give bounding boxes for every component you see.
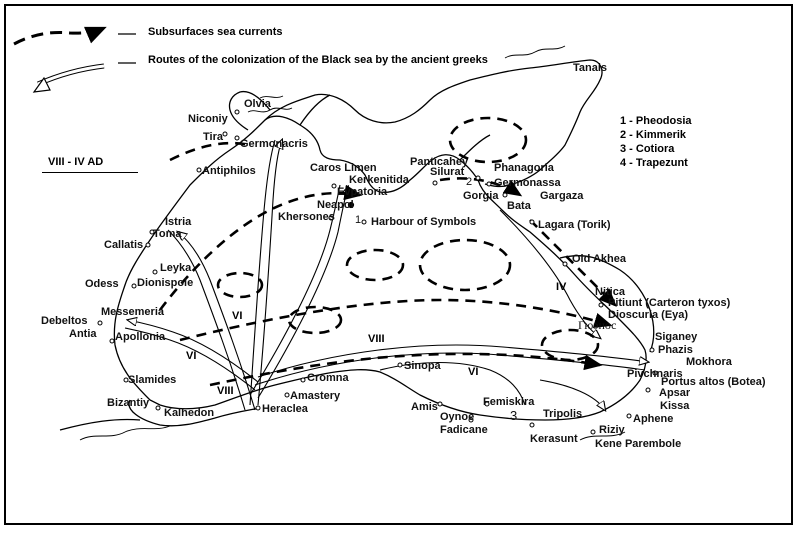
key-item-2: 2 - Kimmerik bbox=[620, 129, 687, 141]
coastline bbox=[59, 59, 655, 431]
legend-currents-label: Subsurfaces sea currents bbox=[148, 26, 283, 38]
sea-currents bbox=[158, 116, 617, 387]
period-underline bbox=[42, 172, 138, 173]
place-debeltos: Debeltos bbox=[41, 315, 88, 327]
place-neapol: Neapol bbox=[317, 199, 354, 211]
legend-routes-label: Routes of the colonization of the Black … bbox=[148, 54, 488, 66]
place-bata: Bata bbox=[507, 200, 531, 212]
map-number: 1 bbox=[355, 214, 362, 226]
place-dionispole: Dionispole bbox=[137, 277, 194, 289]
place-harbour-of-symbols: Harbour of Symbols bbox=[371, 216, 477, 228]
place-germonacris: Germonacris bbox=[240, 138, 308, 150]
place-toma: Toma bbox=[153, 228, 182, 240]
place-silurat: Silurat bbox=[430, 166, 465, 178]
route-numeral: VIII bbox=[217, 385, 234, 397]
place-nitica: Nitica bbox=[595, 286, 625, 298]
city-markers bbox=[97, 109, 658, 435]
place-tripolis: Tripolis bbox=[543, 408, 583, 420]
route-numeral: IV bbox=[556, 281, 567, 293]
place-heraclea: Heraclea bbox=[262, 403, 308, 415]
place-riziy: Riziy bbox=[599, 424, 625, 436]
place-messemeria: Messemeria bbox=[101, 306, 164, 318]
place-kissa: Kissa bbox=[660, 400, 690, 412]
period-label: VIII - IV AD bbox=[48, 156, 104, 168]
place-aphene: Aphene bbox=[633, 413, 674, 425]
route-numeral: VI bbox=[186, 350, 197, 362]
place-bizantiy: Bizantiy bbox=[107, 397, 150, 409]
place-apollonia: Apollonia bbox=[115, 331, 166, 343]
place-panticahey: Panticahey bbox=[410, 156, 469, 168]
place-lagara: Lagara (Torik) bbox=[538, 219, 611, 231]
place-leyka: Leyka bbox=[160, 262, 192, 274]
place-germonassa: Germonassa bbox=[494, 177, 561, 189]
place-sinopa: Sinopa bbox=[404, 360, 441, 372]
colonization-routes bbox=[124, 140, 648, 410]
map-number: 2 bbox=[466, 176, 473, 188]
place-amis: Amis bbox=[411, 401, 438, 413]
map-number: 3 bbox=[510, 408, 518, 423]
key-item-3: 3 - Cotiora bbox=[620, 143, 675, 155]
sea-label: Гюэнос bbox=[578, 318, 617, 332]
place-amastery: Amastery bbox=[290, 390, 341, 402]
place-khersones: Khersones bbox=[278, 211, 335, 223]
place-pitiunt: Pitiunt (Carteron tyxos) bbox=[608, 297, 731, 309]
place-kerkenitida: Kerkenitida bbox=[349, 174, 409, 186]
land-hatching bbox=[79, 45, 626, 441]
place-femiskira: Femiskira bbox=[483, 396, 535, 408]
map-frame bbox=[4, 4, 793, 525]
place-kene-parembole: Kene Parembole bbox=[595, 438, 682, 450]
key-item-4: 4 - Trapezunt bbox=[620, 157, 688, 169]
place-antiphilos: Antiphilos bbox=[202, 165, 256, 177]
place-gorgia: Gorgia bbox=[463, 190, 499, 202]
place-dioscuria: Dioscuria (Eya) bbox=[608, 309, 689, 321]
place-old-akhea: Old Akhea bbox=[572, 253, 626, 265]
place-portus-altos: Portus altos (Botea) bbox=[661, 376, 766, 388]
place-mokhora: Mokhora bbox=[686, 356, 732, 368]
place-fadicane: Fadicane bbox=[440, 424, 488, 436]
place-cromna: Cromna bbox=[307, 372, 349, 384]
place-slamides: Slamides bbox=[128, 374, 177, 386]
route-numeral: VI bbox=[232, 310, 243, 322]
place-istria: Istria bbox=[165, 216, 192, 228]
place-siganey: Siganey bbox=[655, 331, 698, 343]
key-item-1: 1 - Pheodosia bbox=[620, 115, 692, 127]
legend-route-symbol bbox=[32, 63, 105, 93]
place-apsar: Apsar bbox=[659, 387, 691, 399]
route-numeral: VI bbox=[468, 366, 479, 378]
place-antia: Antia bbox=[69, 328, 97, 340]
place-oynoe: Oynoe bbox=[440, 411, 475, 423]
place-kalhedon: Kalhedon bbox=[164, 407, 215, 419]
place-caros-limen: Caros Limen bbox=[310, 162, 377, 174]
route-numeral: VIII bbox=[368, 333, 385, 345]
place-evpatoria: Evpatoria bbox=[337, 186, 388, 198]
place-kerasunt: Kerasunt bbox=[530, 433, 578, 445]
place-niconiy: Niconiy bbox=[188, 113, 228, 125]
place-callatis: Callatis bbox=[104, 239, 144, 251]
place-pivchnaris: Pivchnaris bbox=[627, 368, 683, 380]
legend-current-symbol bbox=[13, 26, 107, 46]
place-tanais: Tanais bbox=[573, 62, 608, 74]
place-phanagoria: Phanagoria bbox=[494, 162, 554, 174]
place-olvia: Olvia bbox=[244, 98, 271, 110]
place-phazis: Phazis bbox=[658, 344, 693, 356]
place-tira: Tira bbox=[203, 131, 223, 143]
place-odess: Odess bbox=[85, 278, 119, 290]
place-gargaza: Gargaza bbox=[540, 190, 584, 202]
